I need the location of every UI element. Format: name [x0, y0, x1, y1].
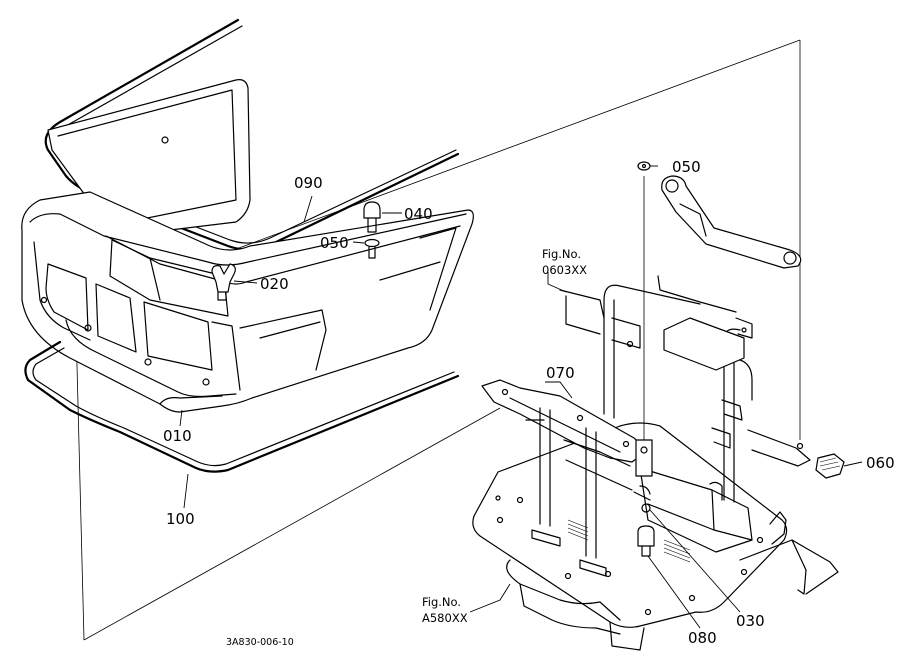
callout-050-frame: 050 — [672, 158, 701, 176]
callout-010: 010 — [163, 427, 192, 445]
callout-050-body: 050 — [320, 234, 349, 252]
callout-100: 100 — [166, 510, 195, 528]
grommet-left — [567, 519, 589, 541]
bottom-seal-strip-part — [24, 340, 460, 473]
figure-ref-a580xx-line1: Fig.No. — [422, 595, 461, 609]
callout-060: 060 — [866, 454, 895, 472]
knob-part — [363, 201, 381, 259]
figure-ref-a580xx-line2: A580XX — [422, 611, 468, 625]
figure-ref-0603xx-line1: Fig.No. — [542, 247, 581, 261]
pin-part — [633, 485, 651, 513]
leader-lines — [179, 165, 863, 629]
callout-030: 030 — [736, 612, 765, 630]
latch-part — [211, 263, 236, 301]
support-frame-part — [472, 379, 839, 651]
clip-part — [815, 453, 845, 479]
grommet-right — [663, 539, 691, 563]
drawing-number: 3A830-006-10 — [226, 637, 294, 648]
figure-ref-0603xx-line2: 0603XX — [542, 263, 587, 277]
callout-080: 080 — [688, 629, 717, 647]
upper-washer-part — [635, 161, 653, 477]
callout-090: 090 — [294, 174, 323, 192]
front-hood-body-part — [21, 79, 474, 413]
callout-040: 040 — [404, 205, 433, 223]
callout-020: 020 — [260, 275, 289, 293]
frame-knob-part — [637, 525, 655, 557]
callout-070: 070 — [546, 364, 575, 382]
rear-frame-part — [559, 175, 811, 503]
